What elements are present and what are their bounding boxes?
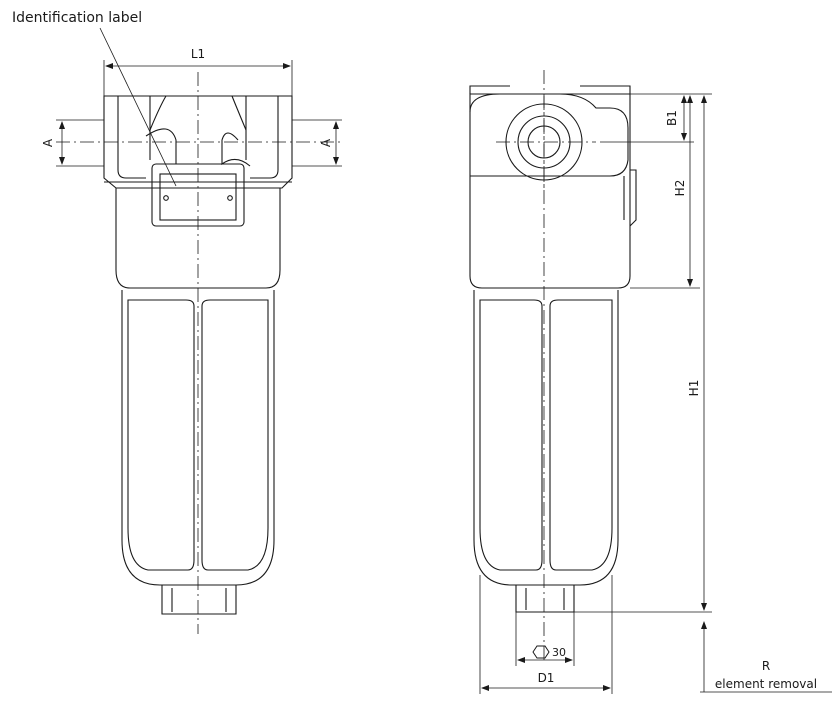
dim-H2 — [630, 95, 700, 289]
R-label: R — [762, 659, 770, 673]
side-bowl-flute-right — [549, 299, 613, 571]
front-port-left — [117, 96, 151, 179]
B1-label: B1 — [665, 110, 679, 126]
dim-R — [700, 621, 832, 693]
side-drain-plug — [515, 585, 575, 613]
hexagon-nut-icon — [532, 645, 550, 659]
dim-L1 — [103, 60, 293, 96]
A-left-label: A — [41, 138, 55, 147]
side-bowl-flute-left — [479, 299, 543, 571]
front-bowl-flute-left — [127, 299, 195, 571]
D1-label: D1 — [538, 671, 555, 685]
hex-size-label: 30 — [552, 646, 566, 659]
front-bowl-flute-right — [201, 299, 269, 571]
A-right-label: A — [319, 138, 333, 147]
side-view — [469, 85, 637, 613]
side-centerlines — [496, 70, 596, 660]
label-rivet-right — [227, 195, 233, 201]
dim-hex — [515, 612, 575, 666]
front-port-right — [245, 96, 279, 179]
dim-A-right — [292, 119, 342, 167]
dim-H1 — [574, 93, 712, 613]
side-head-boss — [469, 93, 629, 177]
H2-label: H2 — [673, 180, 687, 197]
side-bowl-outline — [473, 290, 619, 586]
side-head-lug — [623, 169, 637, 227]
H1-label: H1 — [687, 380, 701, 397]
identification-leader-line — [99, 27, 177, 187]
dim-A-left — [56, 119, 104, 167]
identification-label-text: Identification label — [12, 10, 142, 26]
dim-D1 — [479, 575, 613, 694]
front-centerlines — [56, 72, 340, 634]
L1-label: L1 — [191, 47, 205, 61]
side-head-cap — [469, 85, 631, 94]
label-rivet-left — [163, 195, 169, 201]
front-drain-plug — [161, 585, 237, 615]
front-head-rib-right — [221, 95, 251, 167]
side-head-body — [469, 93, 631, 289]
dim-B1 — [600, 93, 694, 143]
element-removal-label: element removal — [715, 677, 817, 691]
